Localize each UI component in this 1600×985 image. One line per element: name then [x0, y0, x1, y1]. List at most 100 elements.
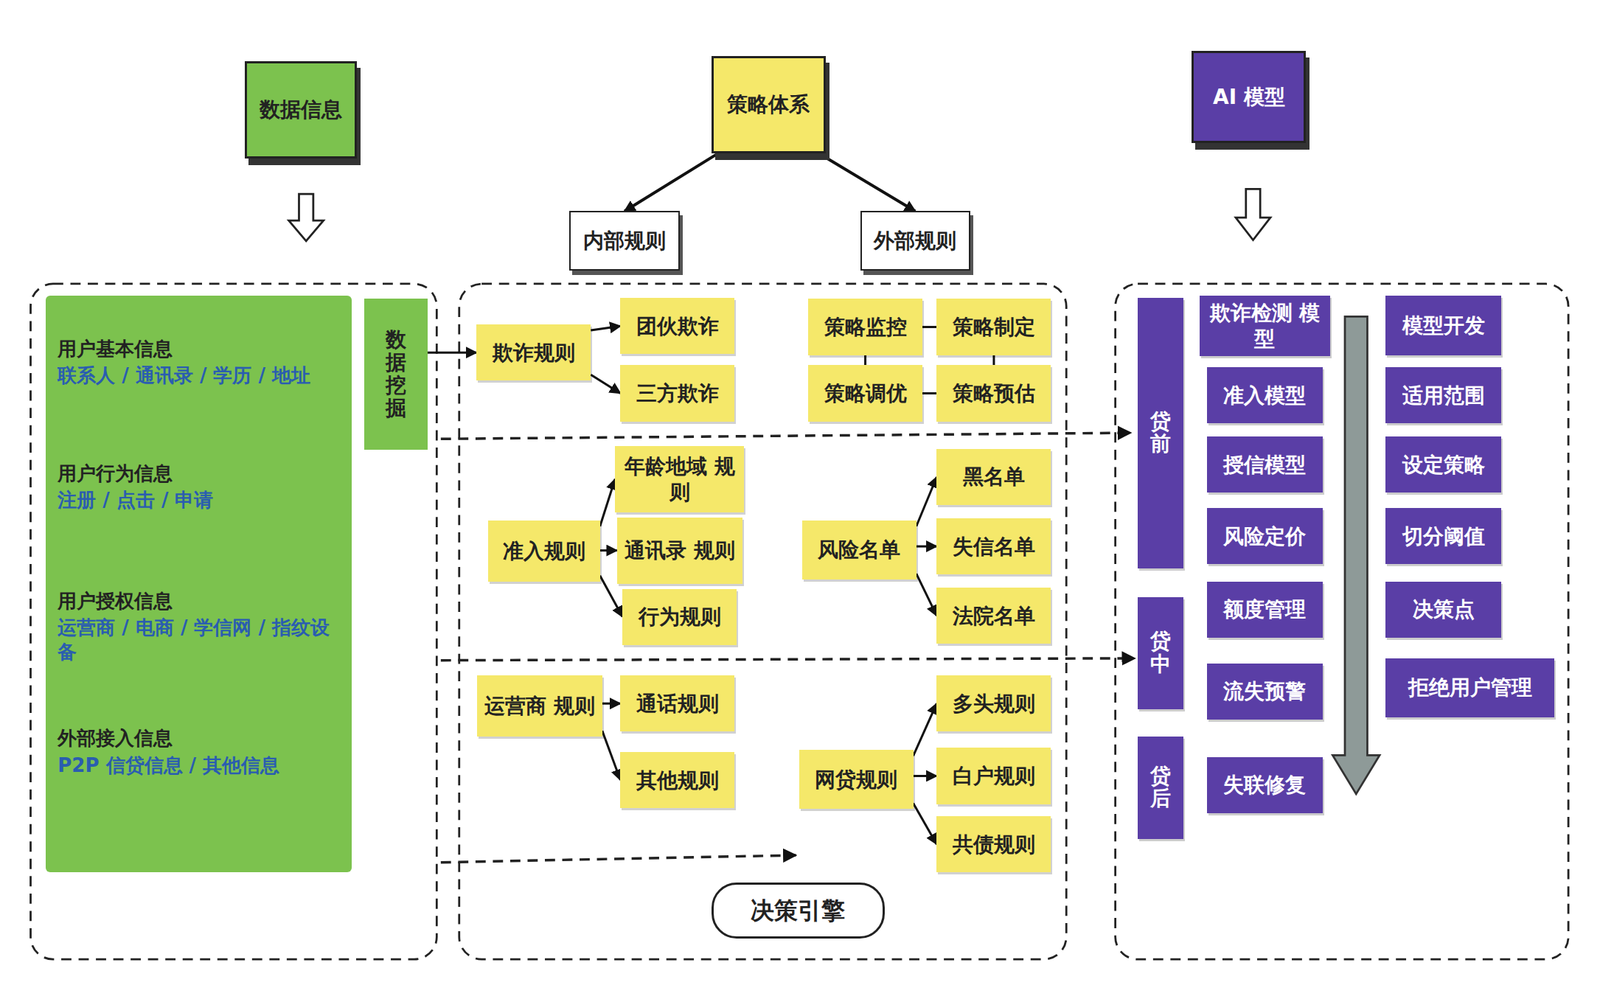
process-box: 准入模型	[1207, 367, 1323, 424]
process-box: 团伙欺诈	[620, 297, 735, 354]
grey-flow-arrow	[1332, 316, 1380, 795]
vertical-box: 贷中	[1137, 597, 1184, 710]
connector	[600, 479, 615, 527]
box-label: 网贷规则	[814, 766, 898, 793]
dashed-flow	[440, 855, 797, 863]
connector	[916, 477, 938, 527]
process-box: 策略监控	[808, 298, 923, 355]
vertical-box: 贷后	[1137, 736, 1184, 839]
info-group: 外部接入信息P2P 信贷信息 / 其他信息	[57, 726, 343, 778]
process-box: 黑名单	[936, 449, 1051, 506]
box-label: 决策引擎	[750, 895, 845, 926]
process-box: 适用范围	[1385, 367, 1501, 424]
model-region	[1115, 283, 1569, 960]
connector	[913, 703, 938, 756]
process-box: 模型开发	[1385, 295, 1501, 355]
box-label: 贷后	[1150, 765, 1171, 812]
box-label: 白户规则	[952, 763, 1036, 789]
process-box: 法院名单	[936, 587, 1051, 644]
connector	[602, 702, 621, 705]
process-box: AI 模型	[1191, 50, 1306, 144]
box-label: 流失预警	[1223, 678, 1306, 705]
connector	[602, 730, 621, 781]
process-box: 额度管理	[1207, 581, 1323, 638]
process-box: 年龄地域 规则	[614, 446, 744, 513]
connector	[992, 355, 995, 366]
vertical-box: 贷前	[1137, 297, 1184, 569]
info-group: 用户基本信息联系人 / 通讯录 / 学历 / 地址	[57, 336, 343, 388]
dashed-flow	[440, 658, 1135, 661]
box-label: 准入规则	[502, 538, 586, 565]
info-items: 运营商 / 电商 / 学信网 / 指纹设备	[57, 615, 343, 664]
process-box: 切分阈值	[1385, 508, 1501, 565]
info-heading: 用户授权信息	[57, 589, 343, 614]
info-items: 联系人 / 通讯录 / 学历 / 地址	[57, 363, 343, 388]
connector	[922, 392, 937, 395]
process-box: 欺诈规则	[476, 324, 591, 381]
box-label: 设定策略	[1402, 451, 1485, 478]
box-label: 欺诈规则	[492, 339, 576, 366]
box-label: 内部规则	[583, 227, 666, 254]
box-label: 额度管理	[1223, 596, 1306, 623]
process-box: 失信名单	[936, 518, 1051, 575]
box-label: 策略预估	[952, 380, 1036, 407]
down-arrow	[289, 193, 324, 242]
process-box: 其他规则	[620, 752, 735, 809]
process-box: 授信模型	[1207, 436, 1323, 493]
box-label: 运营商 规则	[484, 693, 596, 719]
box-label: 风险名单	[817, 536, 901, 563]
connector	[916, 573, 938, 616]
box-label: 模型开发	[1402, 312, 1485, 339]
connector	[590, 325, 621, 331]
box-label: 法院名单	[952, 603, 1036, 629]
box-label: 策略监控	[824, 314, 907, 340]
box-label: 贷前	[1150, 410, 1171, 457]
process-box: 网贷规则	[799, 749, 914, 809]
process-box: 共债规则	[936, 816, 1051, 873]
box-label: 通讯录 规则	[624, 537, 736, 564]
process-box: 准入规则	[488, 520, 601, 582]
data-region	[30, 283, 438, 960]
process-box: 策略制定	[936, 298, 1051, 355]
box-label: 策略调优	[824, 380, 907, 407]
box-label: 准入模型	[1223, 382, 1306, 409]
process-box: 决策点	[1385, 581, 1501, 638]
connector	[922, 325, 937, 329]
box-label: 共债规则	[952, 831, 1036, 858]
box-label: 失联修复	[1223, 771, 1306, 798]
process-box: 三方欺诈	[620, 364, 735, 422]
connector	[913, 802, 938, 845]
process-box: 拒绝用户管理	[1385, 658, 1554, 718]
box-label: 失信名单	[952, 533, 1036, 560]
info-panel: 用户基本信息联系人 / 通讯录 / 学历 / 地址用户行为信息注册 / 点击 /…	[45, 295, 352, 873]
box-label: 数据信息	[259, 96, 343, 123]
process-box: 数据信息	[244, 61, 357, 158]
process-box: 策略预估	[936, 364, 1051, 422]
info-items: 注册 / 点击 / 申请	[57, 488, 343, 513]
box-label: 多头规则	[952, 690, 1036, 717]
connector	[600, 549, 618, 552]
box-label: 风险定价	[1223, 523, 1306, 550]
process-box: 策略调优	[808, 364, 923, 422]
process-box: 流失预警	[1207, 663, 1323, 720]
down-arrow	[1235, 188, 1271, 240]
box-label: 数据挖掘	[385, 328, 407, 420]
strategy-region	[459, 283, 1067, 960]
process-box: 多头规则	[936, 675, 1051, 732]
process-box: 白户规则	[936, 747, 1051, 804]
connector	[818, 153, 916, 212]
info-group: 用户授权信息运营商 / 电商 / 学信网 / 指纹设备	[57, 589, 343, 665]
box-label: 通话规则	[636, 690, 719, 717]
process-box: 策略体系	[711, 56, 826, 153]
box-label: 拒绝用户管理	[1408, 674, 1533, 701]
info-group: 用户行为信息注册 / 点击 / 申请	[57, 461, 343, 513]
box-label: 决策点	[1412, 596, 1475, 623]
box-label: 策略体系	[727, 91, 810, 118]
box-label: 外部规则	[873, 227, 957, 254]
process-box: 行为规则	[622, 589, 737, 646]
connector	[916, 545, 938, 548]
connector	[864, 355, 867, 366]
process-box: 风险名单	[802, 520, 917, 580]
process-box: 决策引擎	[711, 882, 885, 939]
